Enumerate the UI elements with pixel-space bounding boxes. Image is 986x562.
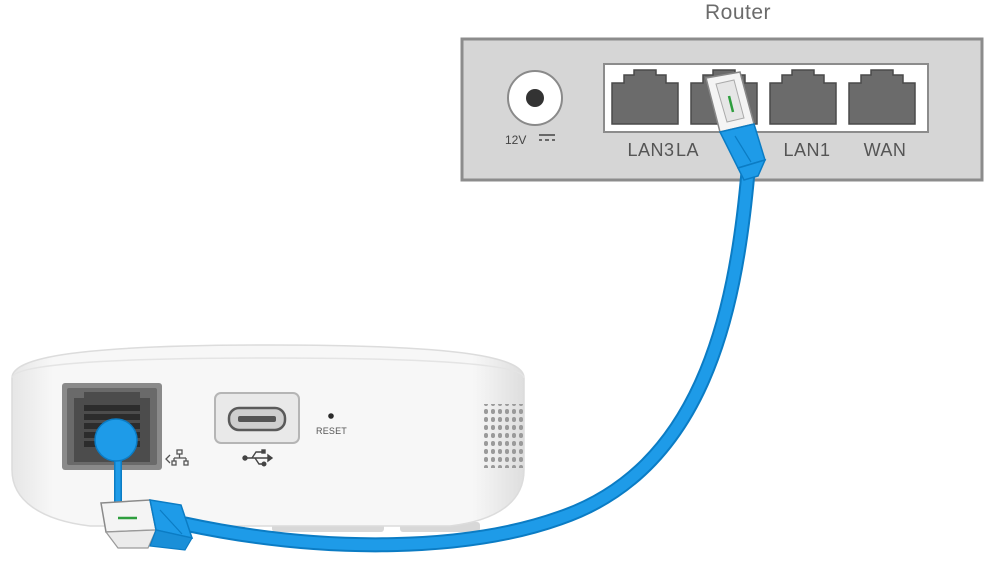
router-link-led	[727, 95, 735, 113]
router-port-wan[interactable]	[848, 69, 916, 125]
ethernet-cable	[94, 71, 767, 553]
port-label-lan2: LA	[676, 140, 700, 160]
cable-body	[179, 166, 754, 551]
port-label-wan: WAN	[863, 140, 907, 160]
dc-symbol-icon	[539, 134, 555, 141]
power-jack	[507, 70, 563, 126]
hub-cable-plug	[94, 418, 138, 462]
hub-vent	[481, 404, 523, 468]
router-port-lan3[interactable]	[611, 69, 679, 125]
port-label-lan3: LAN3	[627, 140, 675, 160]
power-label: 12V	[505, 133, 527, 147]
usb-port[interactable]	[214, 392, 300, 444]
usb-icon	[242, 449, 274, 467]
router-cable-connector	[705, 71, 767, 181]
hub-device	[11, 344, 525, 532]
router-title: Router	[704, 1, 772, 24]
router-port-lan1[interactable]	[769, 69, 837, 125]
network-icon	[165, 449, 189, 466]
hub-cable-connector	[94, 418, 194, 551]
hub-top-edge	[11, 357, 525, 379]
reset-label: RESET	[316, 426, 348, 436]
router	[460, 37, 984, 182]
port-label-lan1: LAN1	[783, 140, 831, 160]
reset-button[interactable]	[328, 413, 334, 419]
